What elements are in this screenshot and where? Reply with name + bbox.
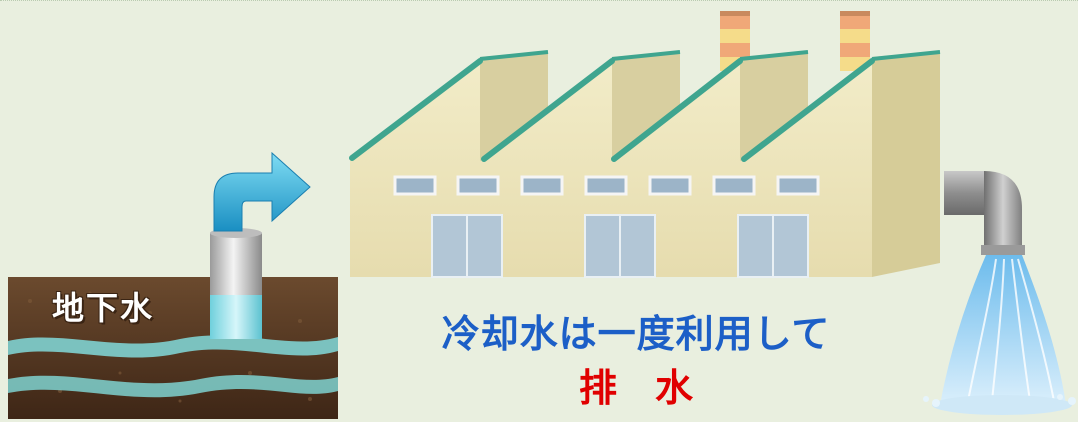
well-pipe	[210, 228, 262, 339]
pump-arrow	[213, 151, 311, 232]
groundwater-label: 地下水	[52, 289, 155, 327]
caption-line-2: 排 水	[578, 366, 693, 410]
factory-doors	[431, 214, 809, 278]
chimney-right	[840, 11, 870, 71]
factory-windows	[393, 175, 820, 196]
soil-block	[8, 277, 338, 419]
discharge-pipe	[944, 171, 1025, 255]
factory	[349, 11, 941, 278]
groundwater-layer-1	[8, 335, 338, 358]
groundwater-layer-2	[8, 375, 338, 398]
discharge-water	[923, 255, 1076, 415]
caption-line-1: 冷却水は一度利用して	[441, 312, 831, 356]
